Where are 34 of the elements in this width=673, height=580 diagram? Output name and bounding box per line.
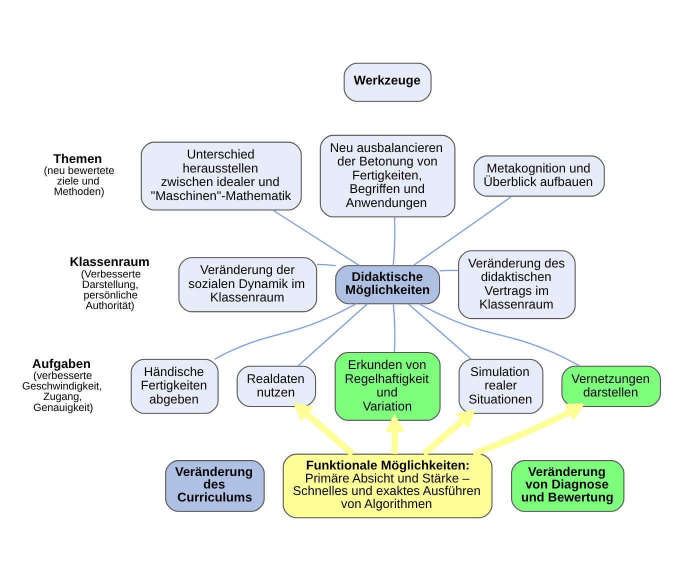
node-box: Funktionale Möglichkeiten: Primäre Absicht und Stärke – Schnelles und exaktes Ausführen von Algorithmen [282,453,492,518]
connector [392,303,396,352]
node-box: Veränderung der sozialen Dynamik im Klassenraum [178,256,318,312]
connector [214,302,356,360]
label: Klassenraum [70,254,150,269]
node-box: Werkzeuge [344,62,432,102]
label: (neu bewertete ziele und Methoden) [44,164,114,198]
connector [297,303,368,366]
label: (Verbesserte Darstellung, persönliche Authorität) [80,268,141,312]
connector [418,302,580,366]
arrow [422,408,476,456]
label: Themen [53,150,102,166]
connector [392,216,396,266]
connector [316,263,336,266]
connector [412,195,512,266]
node-box: Veränderung des Curriculums [165,460,265,512]
node-box: Veränderung von Diagnose und Bewertung [511,460,624,512]
node-box: Erkunden von Regelhaftigkeit und Variation [334,351,441,420]
connector [440,269,458,272]
connector [408,303,472,360]
node-box: Veränderung des didaktischen Vertrags im Klassenraum [458,250,576,319]
node-box: Didaktische Möglichkeiten [335,264,440,304]
node-box: Neu ausbalancieren der Betonung von Fertigkeiten, Begriffen und Anwendungen [320,134,456,217]
node-box: Unterschied herausstellen zwischen idealer und "Maschinen"-Mathematik [140,141,302,210]
node-box: Vernetzungen darstellen [561,365,661,407]
arrow [385,413,404,454]
node-box: Simulation realer Situationen [458,358,544,414]
node-box: Realdaten nutzen [236,365,316,407]
node-box: Metakognition und Überblick aufbauen [473,154,605,196]
connector [272,209,360,266]
label: Aufgaben [32,355,91,370]
arrow [472,402,585,457]
arrow [293,402,355,456]
node-box: Händische Fertigkeiten abgeben [130,358,219,414]
